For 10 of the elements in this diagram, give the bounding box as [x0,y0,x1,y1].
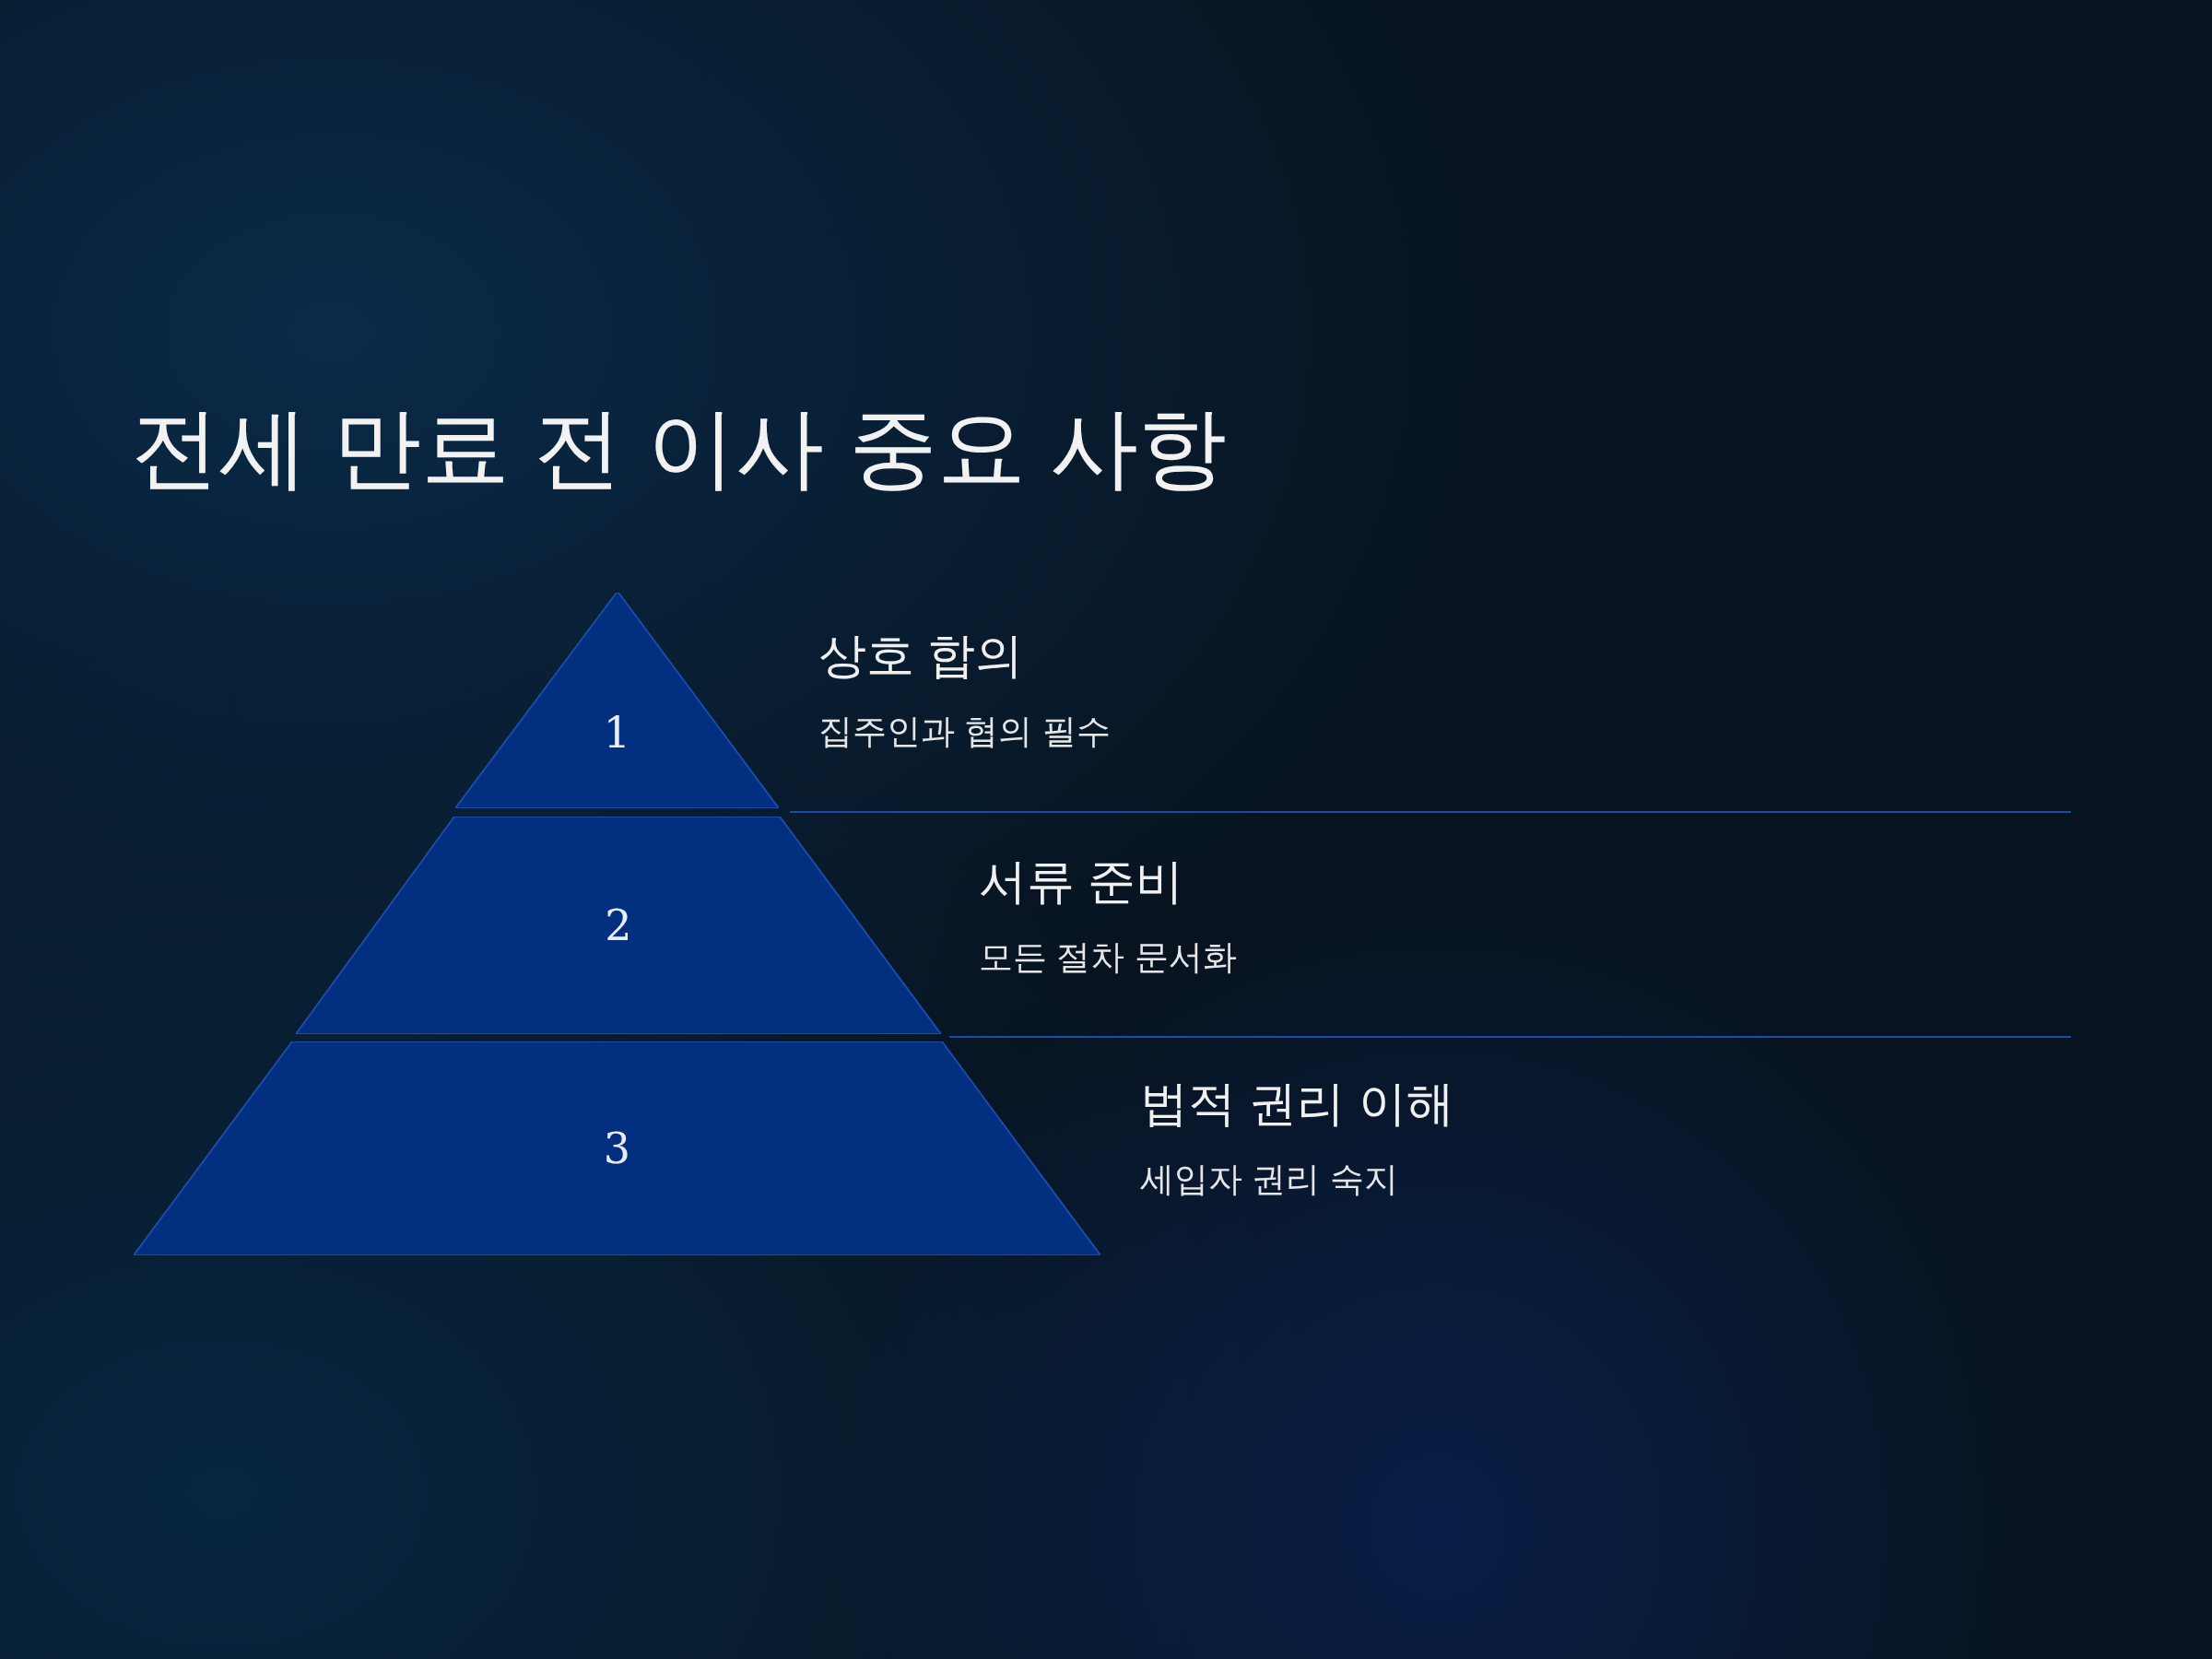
tier-description: 집주인과 협의 필수 [818,712,1111,753]
tier-heading: 서류 준비 [979,853,1185,910]
tier-description: 세입자 권리 숙지 [1140,1159,1399,1201]
tier-number: 2 [605,899,632,952]
tier-number: 3 [603,1122,631,1175]
tier-heading: 법적 권리 이해 [1140,1076,1454,1132]
tier-description: 모든 절차 문서화 [979,937,1237,979]
tier-heading: 상호 합의 [818,628,1025,684]
tier-number: 1 [603,706,631,759]
title: 전세 만료 전 이사 중요 사항 [131,397,1228,499]
